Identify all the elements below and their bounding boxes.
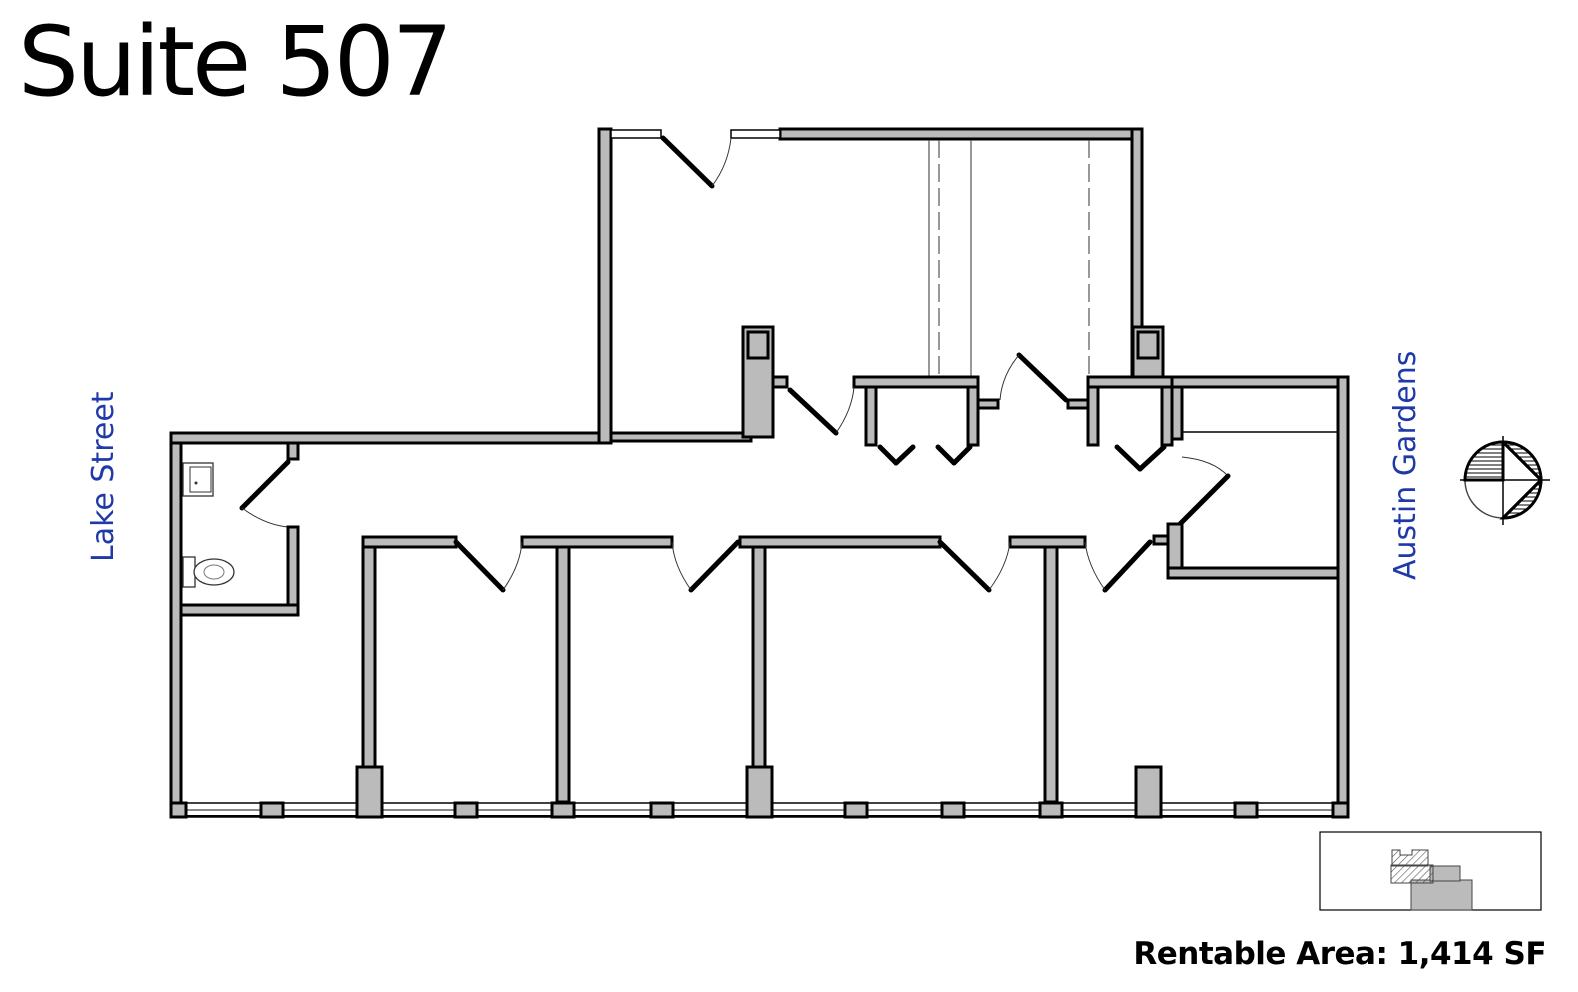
door-central-north [999, 352, 1092, 410]
upper-entry [610, 129, 781, 189]
building-key-plan-icon [1319, 831, 1542, 911]
rentable-area-label: Rentable Area: 1,414 SF [1133, 936, 1546, 972]
lower-office-doors [453, 539, 1153, 593]
closet-right [1086, 375, 1174, 472]
sink-icon [182, 462, 214, 497]
columns [741, 325, 1165, 439]
restroom [179, 441, 300, 617]
closet-left [852, 375, 1000, 466]
toilet-icon [182, 556, 235, 588]
north-arrow-icon [1460, 436, 1550, 525]
suite-title: Suite 507 [18, 6, 453, 118]
shaft-lines [928, 140, 1090, 377]
door-west-closet [771, 375, 855, 436]
right-office [1152, 385, 1340, 580]
window-mullions [169, 765, 1350, 819]
